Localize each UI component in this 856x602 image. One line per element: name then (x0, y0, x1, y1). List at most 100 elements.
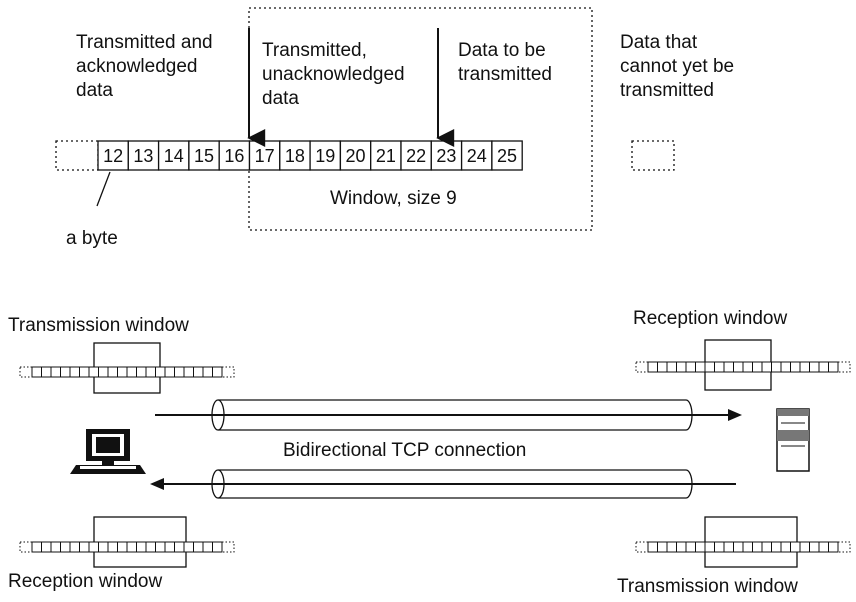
mini-byte-cell (780, 541, 791, 553)
mini-byte-cell (733, 361, 744, 373)
byte-cell (127, 140, 160, 171)
mini-byte-cell (695, 541, 706, 553)
mini-byte-cell (79, 541, 90, 553)
mini-byte-cell (202, 541, 213, 553)
mini-strip-cap (635, 541, 649, 553)
mini-byte-cell (155, 366, 166, 378)
label-transmitted-unacknowledged: Transmitted, unacknowledged data (262, 40, 405, 109)
mini-byte-cell (733, 541, 744, 553)
mini-byte-cell (799, 541, 810, 553)
mini-byte-cell (183, 366, 194, 378)
mini-byte-cell (704, 541, 715, 553)
mini-byte-cell (742, 541, 753, 553)
mini-byte-cell (790, 361, 801, 373)
mini-byte-cell (107, 366, 118, 378)
mini-byte-cell (704, 361, 715, 373)
mini-byte-cell (685, 541, 696, 553)
mini-byte-cell (647, 541, 658, 553)
mini-strip-cap (635, 361, 649, 373)
mini-byte-cell (771, 361, 782, 373)
mini-strip-cap (837, 541, 851, 553)
mini-byte-cell (107, 541, 118, 553)
mini-byte-cell (155, 541, 166, 553)
mini-byte-cell (828, 361, 839, 373)
mini-byte-cell (31, 541, 42, 553)
byte-cell (460, 140, 493, 171)
mini-byte-cell (50, 541, 61, 553)
mini-strip-cap (19, 541, 33, 553)
mini-byte-cell (799, 361, 810, 373)
byte-cell-number: 14 (164, 146, 184, 166)
mini-byte-cell (723, 361, 734, 373)
rx-window-label-client: Reception window (8, 571, 163, 592)
mini-byte-cell (79, 366, 90, 378)
mini-byte-cell (780, 361, 791, 373)
rx-window-label-server: Reception window (633, 308, 788, 329)
mini-byte-cell (69, 541, 80, 553)
byte-cell-number: 18 (285, 146, 305, 166)
mini-byte-cell (193, 541, 204, 553)
mini-byte-cell (647, 361, 658, 373)
byte-cell-number: 16 (224, 146, 244, 166)
mini-byte-cell (742, 361, 753, 373)
byte-cell-number: 25 (497, 146, 517, 166)
mini-byte-cell (164, 366, 175, 378)
mini-byte-cell (676, 541, 687, 553)
mini-byte-cell (676, 361, 687, 373)
mini-strip-cap (19, 366, 33, 378)
mini-byte-cell (88, 366, 99, 378)
mini-byte-cell (752, 361, 763, 373)
mini-byte-cell (657, 541, 668, 553)
mini-byte-cell (126, 541, 137, 553)
mini-strip-cap (221, 541, 235, 553)
mini-byte-cell (809, 541, 820, 553)
window-outline (248, 7, 593, 231)
strip-left-cap (55, 140, 99, 171)
mini-byte-cell (828, 541, 839, 553)
mini-byte-cell (117, 541, 128, 553)
mini-byte-cell (193, 366, 204, 378)
strip-right-cap (631, 140, 675, 171)
mini-byte-cell (761, 541, 772, 553)
byte-cell-number: 24 (467, 146, 487, 166)
byte-cell (279, 140, 311, 171)
mini-byte-cell (790, 541, 801, 553)
byte-cell (218, 140, 251, 171)
mini-byte-cell (212, 366, 223, 378)
mini-byte-cell (752, 541, 763, 553)
tx-window-label-client: Transmission window (8, 315, 189, 336)
mini-byte-cell (202, 366, 213, 378)
byte-cell (400, 140, 432, 171)
mini-byte-cell (145, 541, 156, 553)
byte-label: a byte (66, 228, 118, 249)
mini-byte-cell (60, 541, 71, 553)
window-size-caption: Window, size 9 (330, 188, 457, 209)
mini-byte-cell (50, 366, 61, 378)
label-transmitted-acknowledged: Transmitted and acknowledged data (76, 32, 213, 101)
mini-byte-cell (818, 541, 829, 553)
mini-byte-cell (88, 541, 99, 553)
tx-window-label-server: Transmission window (617, 576, 798, 597)
mini-byte-cell (60, 366, 71, 378)
mini-byte-cell (145, 366, 156, 378)
connection-tube-upper (211, 399, 693, 431)
mini-byte-cell (723, 541, 734, 553)
mini-byte-cell (136, 366, 147, 378)
byte-cell-number: 17 (255, 146, 275, 166)
mini-byte-cell (685, 361, 696, 373)
mini-byte-cell (41, 541, 52, 553)
label-data-cannot-yet-be-transmitted: Data that cannot yet be transmitted (620, 32, 735, 101)
byte-cell (491, 140, 523, 171)
mini-byte-cell (657, 361, 668, 373)
mini-byte-cell (98, 366, 109, 378)
mini-strip-client-rx (19, 516, 235, 568)
mini-strip-cap (221, 366, 235, 378)
mini-byte-cell (117, 366, 128, 378)
mini-byte-cell (31, 366, 42, 378)
byte-cell (309, 140, 342, 171)
byte-cell (339, 140, 372, 171)
mini-byte-cell (126, 366, 137, 378)
byte-cell (188, 140, 220, 171)
mini-byte-cell (771, 541, 782, 553)
